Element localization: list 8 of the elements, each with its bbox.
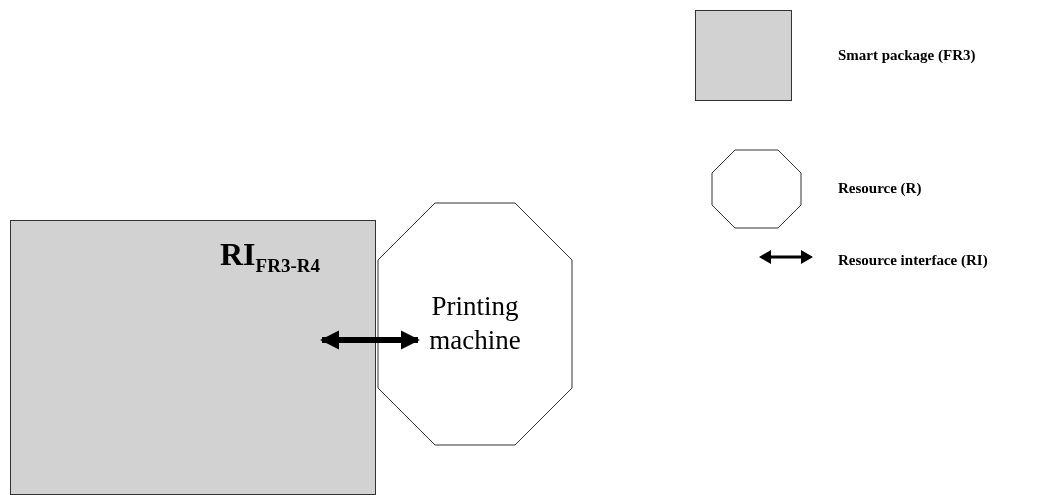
edge-label: RI$_{FR3-R4}$	[220, 236, 320, 277]
legend-label: Resource interface (RI)	[838, 252, 988, 269]
resource-octagon	[378, 203, 572, 445]
legend-label: Resource (R)	[838, 180, 922, 197]
package-box	[10, 220, 376, 495]
double-arrow	[320, 330, 420, 350]
legend-label: Smart package (FR3)	[838, 47, 976, 64]
node-label: Printing machine	[428, 290, 522, 357]
